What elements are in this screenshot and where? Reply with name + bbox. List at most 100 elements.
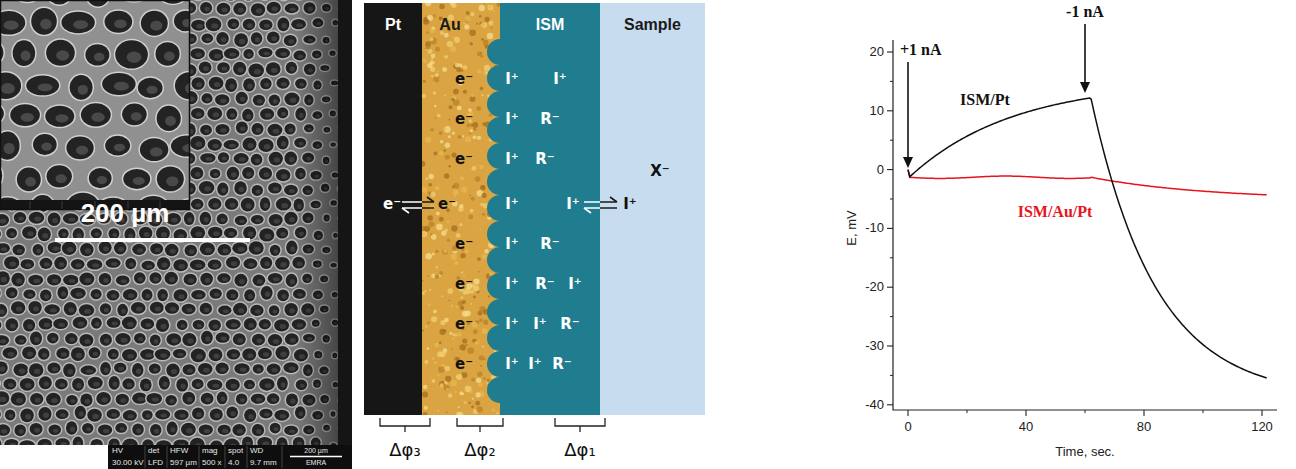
sem-main-image bbox=[230, 444, 237, 445]
sem-inset-image bbox=[174, 11, 190, 32]
sem-main-image bbox=[4, 286, 19, 300]
sem-inset-image bbox=[0, 71, 23, 100]
sem-main-image bbox=[28, 330, 43, 347]
sem-main-image bbox=[205, 397, 211, 402]
sem-main-image bbox=[85, 258, 103, 271]
sem-main-image bbox=[3, 347, 18, 358]
sem-main-image bbox=[225, 288, 240, 302]
sem-main-image bbox=[6, 228, 17, 238]
sem-main-image bbox=[226, 108, 237, 120]
sem-main-image bbox=[112, 443, 117, 445]
sem-main-image bbox=[0, 0, 352, 445]
sem-main-image bbox=[55, 379, 68, 390]
sem-main-image bbox=[13, 363, 28, 376]
sem-main-image bbox=[52, 218, 58, 223]
sem-main-image bbox=[212, 384, 219, 388]
sem-main-image bbox=[248, 64, 264, 78]
sem-main-image bbox=[163, 301, 180, 315]
sem-main-image bbox=[224, 140, 239, 149]
sem-main-image bbox=[230, 203, 236, 208]
sem-main-image bbox=[250, 332, 266, 347]
sem-main-image bbox=[81, 422, 95, 435]
sem-main-image bbox=[229, 84, 234, 89]
sem-main-image bbox=[273, 339, 279, 344]
sem-main-image bbox=[134, 272, 146, 283]
sem-main-image bbox=[195, 172, 201, 177]
sem-main-image bbox=[155, 248, 161, 253]
sem-main-image bbox=[51, 337, 56, 341]
sem-main-image bbox=[240, 126, 245, 131]
sem-main-image bbox=[138, 277, 143, 282]
sem-main-image bbox=[69, 257, 86, 271]
sem-main-image bbox=[260, 78, 271, 89]
sem-main-image bbox=[276, 78, 289, 89]
sem-main-image bbox=[221, 188, 226, 193]
sem-main-image bbox=[206, 378, 224, 392]
sem-main-image bbox=[183, 243, 198, 258]
sem-main-image bbox=[148, 300, 165, 315]
sem-main-image bbox=[198, 210, 212, 226]
sem-main-image bbox=[85, 278, 92, 283]
sem-main-image bbox=[209, 49, 224, 61]
sem-main-image bbox=[85, 248, 91, 253]
sem-main-image bbox=[265, 0, 282, 15]
sem-main-image bbox=[195, 53, 202, 57]
sem-main-image bbox=[200, 2, 212, 14]
sem-main-image bbox=[238, 8, 244, 13]
sem-main-image bbox=[0, 391, 9, 405]
sem-main-image bbox=[132, 363, 144, 377]
sem-main-image bbox=[282, 23, 287, 29]
sem-main-image bbox=[296, 0, 340, 445]
sem-main-image bbox=[260, 257, 272, 269]
sem-main-image bbox=[173, 439, 188, 445]
sem-main-image bbox=[171, 218, 178, 223]
sem-main-image bbox=[122, 349, 137, 361]
sem-main-image bbox=[152, 397, 159, 401]
sem-main-image bbox=[281, 82, 287, 86]
sem-main-image bbox=[191, 290, 206, 300]
sem-main-image bbox=[200, 303, 212, 315]
sem-main-image bbox=[159, 376, 170, 390]
sem-main-image bbox=[79, 241, 96, 257]
sem-main-image bbox=[48, 425, 61, 435]
sem-main-image bbox=[73, 404, 87, 421]
sem-main-image bbox=[40, 258, 53, 269]
sem-main-image bbox=[0, 436, 3, 445]
sem-main-image bbox=[206, 258, 223, 271]
sem-main-image bbox=[79, 364, 98, 376]
sem-main-image bbox=[0, 271, 10, 285]
sem-main-image bbox=[255, 158, 260, 163]
sem-main-image bbox=[247, 353, 253, 358]
sem-main-image bbox=[233, 3, 246, 15]
sem-main-image bbox=[222, 429, 228, 433]
sem-main-image bbox=[266, 271, 284, 285]
sem-main-image bbox=[149, 422, 163, 437]
sem-main-image bbox=[268, 243, 281, 257]
sem-main-image bbox=[127, 354, 134, 359]
sem-main-image bbox=[19, 407, 35, 424]
sem-main-image bbox=[214, 123, 231, 137]
sem-main-image bbox=[60, 413, 66, 417]
sem-main-image bbox=[275, 134, 290, 151]
sem-main-image bbox=[187, 338, 193, 343]
sem-main-image bbox=[195, 443, 202, 445]
sem-main-image bbox=[242, 348, 256, 361]
sem-main-image bbox=[189, 249, 195, 254]
sem-main-image bbox=[244, 318, 257, 330]
sem-main-image bbox=[190, 259, 206, 270]
sem-main-image bbox=[107, 375, 121, 392]
sem-main-image bbox=[186, 428, 193, 433]
sem-main-image bbox=[249, 2, 266, 18]
sem-main-image bbox=[27, 210, 46, 225]
sem-main-image bbox=[170, 249, 176, 254]
sem-main-image bbox=[19, 369, 26, 374]
sem-main-image bbox=[251, 154, 263, 166]
sem-main-image bbox=[182, 211, 196, 227]
sem-main-image bbox=[137, 248, 143, 252]
sem-inset-image bbox=[139, 9, 169, 37]
sem-main-image bbox=[130, 362, 145, 379]
sem-main-image bbox=[175, 318, 189, 331]
sem-inset-image bbox=[155, 42, 179, 66]
sem-main-image bbox=[246, 441, 251, 445]
sem-main-image bbox=[22, 226, 37, 239]
